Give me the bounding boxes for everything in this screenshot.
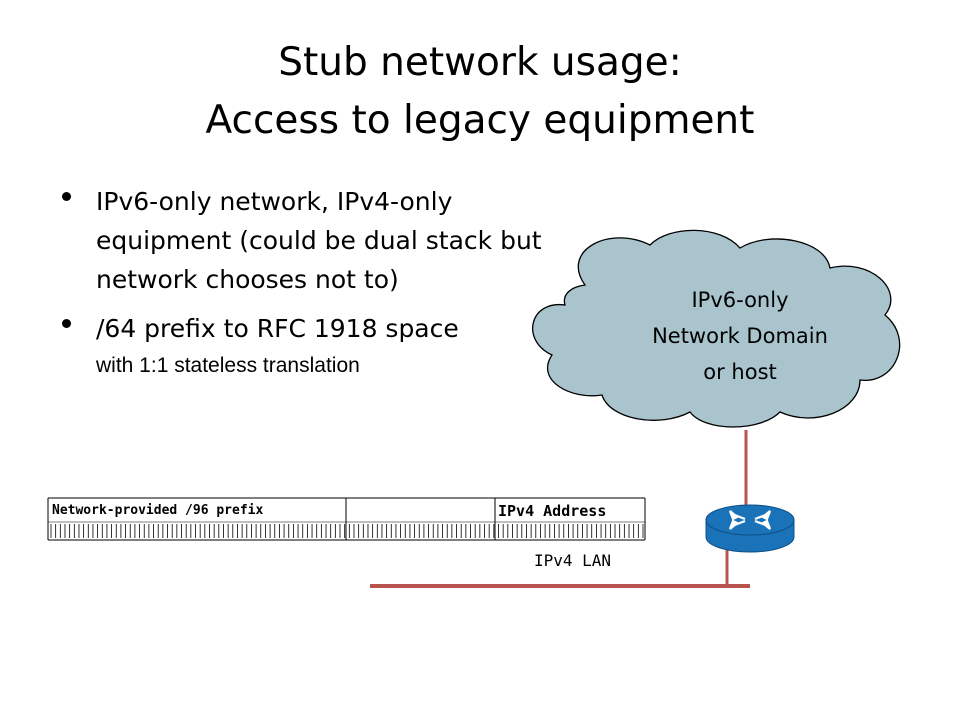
bullet-dot-icon (62, 192, 71, 201)
title-line-1: Stub network usage: (278, 40, 682, 85)
address-bit-field (47, 497, 646, 541)
router-icon (705, 504, 795, 553)
bullet-item-1: IPv6-only network, IPv4-only equipment (… (62, 182, 582, 299)
slide-title: Stub network usage: Access to legacy equ… (0, 34, 960, 150)
cloud-label: IPv6-only Network Domain or host (580, 282, 900, 390)
bullet-text-1: IPv6-only network, IPv4-only equipment (… (96, 187, 542, 294)
prefix-label: Network-provided /96 prefix (52, 503, 264, 518)
cloud-label-line-3: or host (703, 360, 777, 384)
bullet-list: IPv6-only network, IPv4-only equipment (… (62, 182, 582, 393)
ipv4-lan-label: IPv4 LAN (534, 551, 612, 570)
cloud-shape (532, 229, 901, 428)
bullet-text-2: /64 prefix to RFC 1918 space (96, 314, 459, 343)
ipv4-address-label: IPv4 Address (498, 502, 607, 520)
bullet-item-2: /64 prefix to RFC 1918 space with 1:1 st… (62, 309, 582, 383)
bullet-dot-icon (62, 319, 71, 328)
bullet-subtext-2: with 1:1 stateless translation (96, 354, 360, 377)
cloud-label-line-2: Network Domain (652, 324, 828, 348)
title-line-2: Access to legacy equipment (205, 98, 755, 143)
cloud-label-line-1: IPv6-only (691, 288, 789, 312)
